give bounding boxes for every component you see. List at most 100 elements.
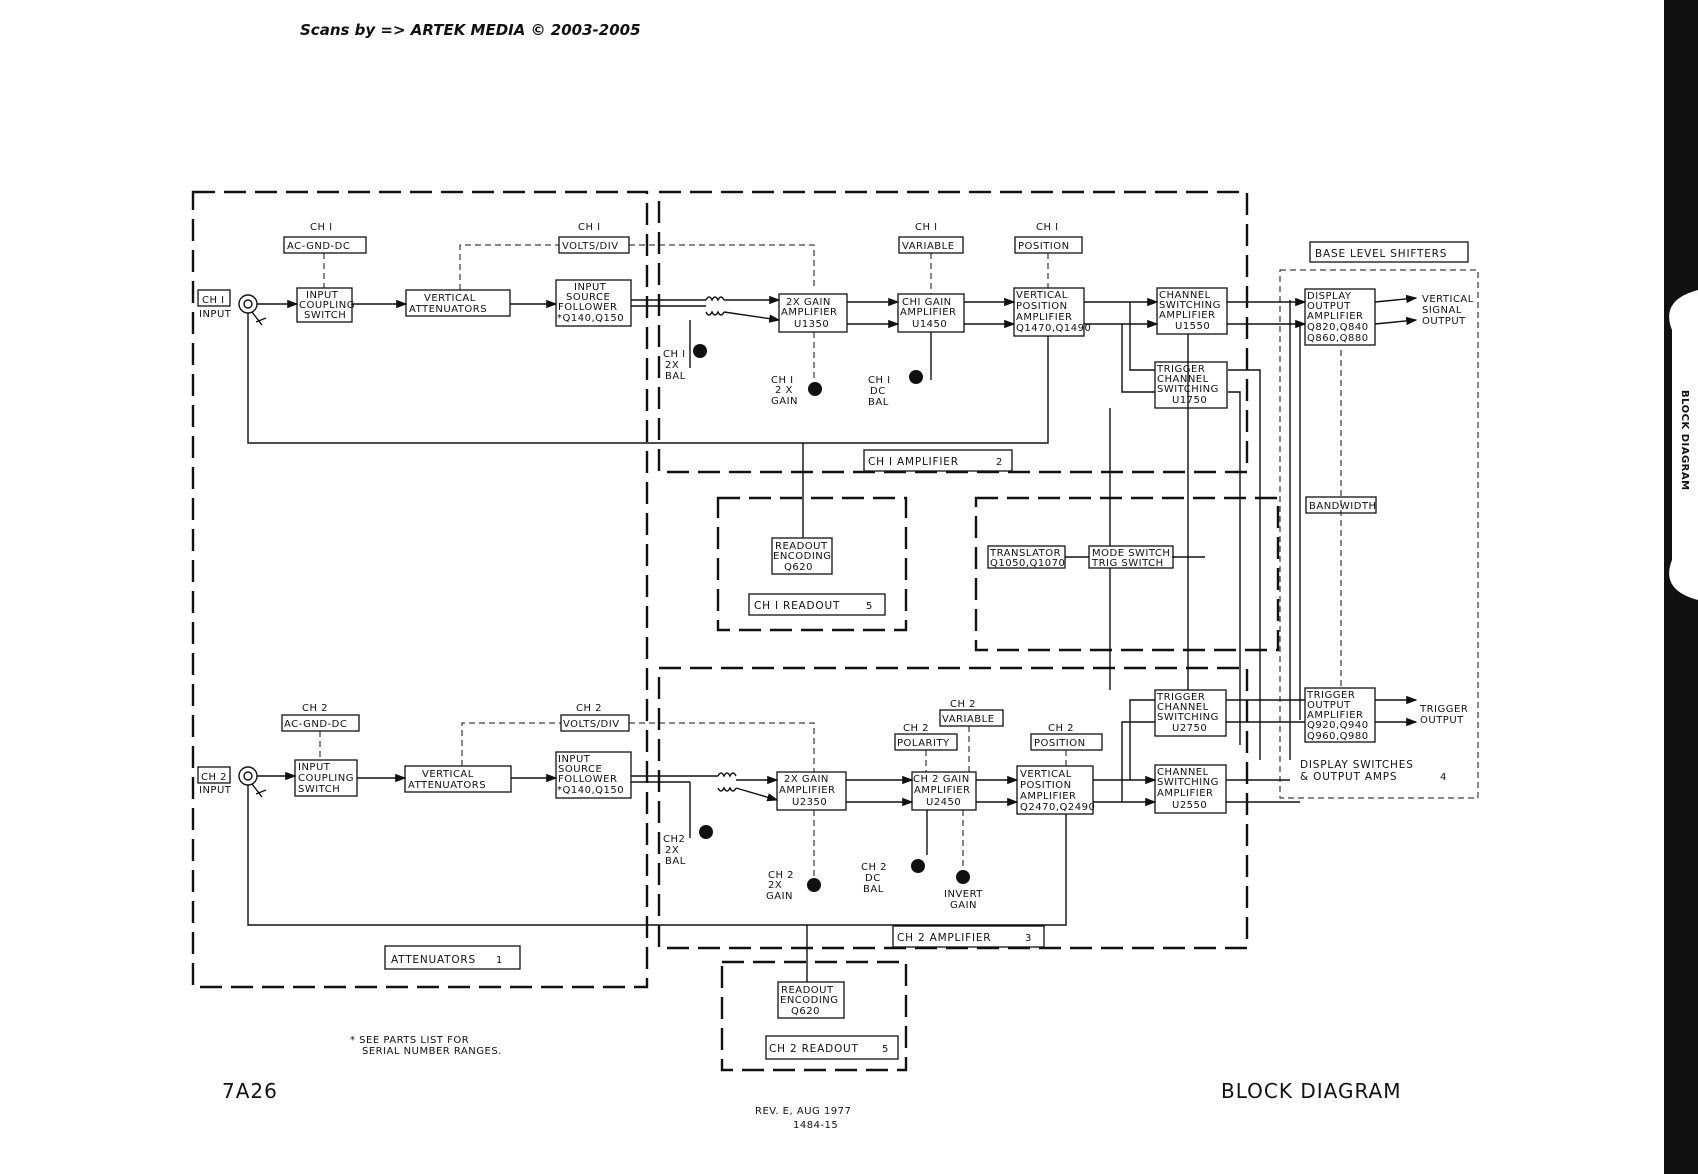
ch1-srcfol-l1: INPUT xyxy=(574,282,607,293)
ch1-variable-caption: CH I xyxy=(915,222,938,233)
ch1-2xgain-l3: U1350 xyxy=(794,319,829,330)
ch1-dcbal-adjust[interactable] xyxy=(909,370,923,384)
ch2-readout-label: CH 2 READOUT xyxy=(769,1043,859,1055)
ch2-invert-gain-adjust[interactable] xyxy=(956,870,970,884)
display-amp-l1: DISPLAY xyxy=(1307,291,1352,302)
ch1-chsw-l1: CHANNEL xyxy=(1159,290,1211,301)
ch2-chsw-l4: U2550 xyxy=(1172,800,1207,811)
ch2-variable-control: VARIABLE xyxy=(942,714,995,725)
vertical-out-l3: OUTPUT xyxy=(1422,316,1466,327)
ch1-acgnd-caption: CH I xyxy=(310,222,333,233)
ch1-amplifier-label: CH I AMPLIFIER xyxy=(868,456,959,468)
side-tab-label: BLOCK DIAGRAM xyxy=(1679,390,1690,491)
ch2-trigsw-l4: U2750 xyxy=(1172,723,1207,734)
ch2-srcfol-l2: SOURCE xyxy=(558,764,602,775)
ch2-invert-l1: INVERT xyxy=(944,889,983,900)
diagram-title: BLOCK DIAGRAM xyxy=(1221,1079,1401,1103)
modesw-l1: MODE SWITCH xyxy=(1092,548,1170,559)
translator-l2: Q1050,Q1070 xyxy=(990,558,1065,569)
vertical-out-l1: VERTICAL xyxy=(1422,294,1474,305)
ch2-vertpos-l4: Q2470,Q2490 xyxy=(1020,802,1095,813)
attenuators-section xyxy=(191,190,649,989)
ch2-input-tag: CH 2 xyxy=(201,772,227,783)
ch2-xgain-l2: 2X xyxy=(768,880,782,891)
ch1-srcfol-l4: *Q140,Q150 xyxy=(557,313,624,324)
ch1-2xbal-adjust[interactable] xyxy=(693,344,707,358)
ch2-2xgain-adjust[interactable] xyxy=(807,878,821,892)
display-amp-l2: OUTPUT xyxy=(1307,301,1351,312)
ch1-chsw-l2: SWITCHING xyxy=(1159,300,1221,311)
ch1-chsw-l3: AMPLIFIER xyxy=(1159,310,1216,321)
ch2-vertpos-l1: VERTICAL xyxy=(1020,769,1072,780)
ch1-xgain-l1: CH I xyxy=(771,375,794,386)
parts-note-l2: SERIAL NUMBER RANGES. xyxy=(362,1046,502,1057)
attenuators-label: ATTENUATORS xyxy=(391,954,476,966)
ch1-amplifier-num: 2 xyxy=(996,457,1003,468)
ch1-dcbal-l3: BAL xyxy=(868,397,889,408)
ch1-readout-num: 5 xyxy=(866,601,873,612)
ch2-bal-l3: BAL xyxy=(665,856,686,867)
ch2-readout-num: 5 xyxy=(882,1044,889,1055)
ch1-gainamp-l1: CHI GAIN xyxy=(902,297,952,308)
ch2-2xgain-l2: AMPLIFIER xyxy=(779,785,836,796)
ch2-polarity-control: POLARITY xyxy=(897,738,950,749)
trigger-amp-l5: Q960,Q980 xyxy=(1307,731,1369,742)
scan-credit: Scans by => ARTEK MEDIA © 2003-2005 xyxy=(300,21,641,39)
ch2-vertpos-l2: POSITION xyxy=(1020,780,1072,791)
ch1-2xgain-l2: AMPLIFIER xyxy=(781,307,838,318)
side-tab-notch xyxy=(1669,290,1698,600)
ch1-bal-l3: BAL xyxy=(665,371,686,382)
ch2-trigsw-l1: TRIGGER xyxy=(1156,692,1205,703)
ch1-input-label: INPUT xyxy=(199,309,232,320)
parts-note-l1: * SEE PARTS LIST FOR xyxy=(350,1035,469,1046)
trigger-amp-l1: TRIGGER xyxy=(1306,690,1355,701)
ch1-vertpos-l2: POSITION xyxy=(1016,301,1068,312)
ch2-bnc-connector xyxy=(238,766,258,786)
ch1-amplifier-section xyxy=(657,190,1249,474)
ch1-position-caption: CH I xyxy=(1036,222,1059,233)
ch2-chsw-l3: AMPLIFIER xyxy=(1157,788,1214,799)
ch2-2xbal-adjust[interactable] xyxy=(699,825,713,839)
output-amps-label: & OUTPUT AMPS xyxy=(1300,771,1397,783)
revision: REV. E, AUG 1977 xyxy=(755,1106,851,1117)
ch2-coupling-l2: COUPLING xyxy=(298,773,354,784)
trigger-out-l1: TRIGGER xyxy=(1419,704,1468,715)
attenuators-num: 1 xyxy=(496,955,503,966)
ch1-vertpos-l3: AMPLIFIER xyxy=(1016,312,1073,323)
ch1-position-control: POSITION xyxy=(1018,241,1070,252)
ch2-volts-caption: CH 2 xyxy=(576,703,602,714)
ch1-gainamp-l3: U1450 xyxy=(912,319,947,330)
ch2-xgain-l3: GAIN xyxy=(766,891,793,902)
ch1-xgain-l3: GAIN xyxy=(771,396,798,407)
ch2-dcbal-l3: BAL xyxy=(863,884,884,895)
ch2-amplifier-section xyxy=(657,666,1249,950)
ch1-bnc-connector xyxy=(238,294,258,314)
ch1-srcfol-l3: FOLLOWER xyxy=(558,302,617,313)
ch2-bal-l1: CH2 xyxy=(663,834,685,845)
ch2-readout-l2: ENCODING xyxy=(780,995,839,1006)
display-switches-num: 4 xyxy=(1440,772,1447,783)
trigger-out-l2: OUTPUT xyxy=(1420,715,1464,726)
translator-l1: TRANSLATOR xyxy=(989,548,1061,559)
ch1-coupling-l1: INPUT xyxy=(306,290,339,301)
ch1-xgain-l2: 2 X xyxy=(775,385,793,396)
ch2-gainamp-l1: CH 2 GAIN xyxy=(913,774,970,785)
ch2-dcbal-adjust[interactable] xyxy=(911,859,925,873)
ch2-readout-section xyxy=(720,960,908,1072)
trigger-amp-l2: OUTPUT xyxy=(1307,700,1351,711)
ch2-polarity-caption: CH 2 xyxy=(903,723,929,734)
ch2-trigsw-l3: SWITCHING xyxy=(1157,712,1219,723)
ch1-2xgain-adjust[interactable] xyxy=(808,382,822,396)
ch1-gainamp-l2: AMPLIFIER xyxy=(900,307,957,318)
part-number: 1484-15 xyxy=(793,1120,838,1131)
ch1-srcfol-l2: SOURCE xyxy=(566,292,610,303)
ch2-srcfol-l4: *Q140,Q150 xyxy=(557,785,624,796)
trigger-amp-l3: AMPLIFIER xyxy=(1307,710,1364,721)
ch2-dcbal-l1: CH 2 xyxy=(861,862,887,873)
ch1-vert-att-l2: ATTENUATORS xyxy=(409,304,487,315)
ch1-dcbal-l2: DC xyxy=(870,386,886,397)
ch2-vertpos-l3: AMPLIFIER xyxy=(1020,791,1077,802)
modesw-l2: TRIG SWITCH xyxy=(1091,558,1164,569)
bandwidth-control: BANDWIDTH xyxy=(1309,501,1377,512)
ch1-vertpos-l1: VERTICAL xyxy=(1016,290,1068,301)
